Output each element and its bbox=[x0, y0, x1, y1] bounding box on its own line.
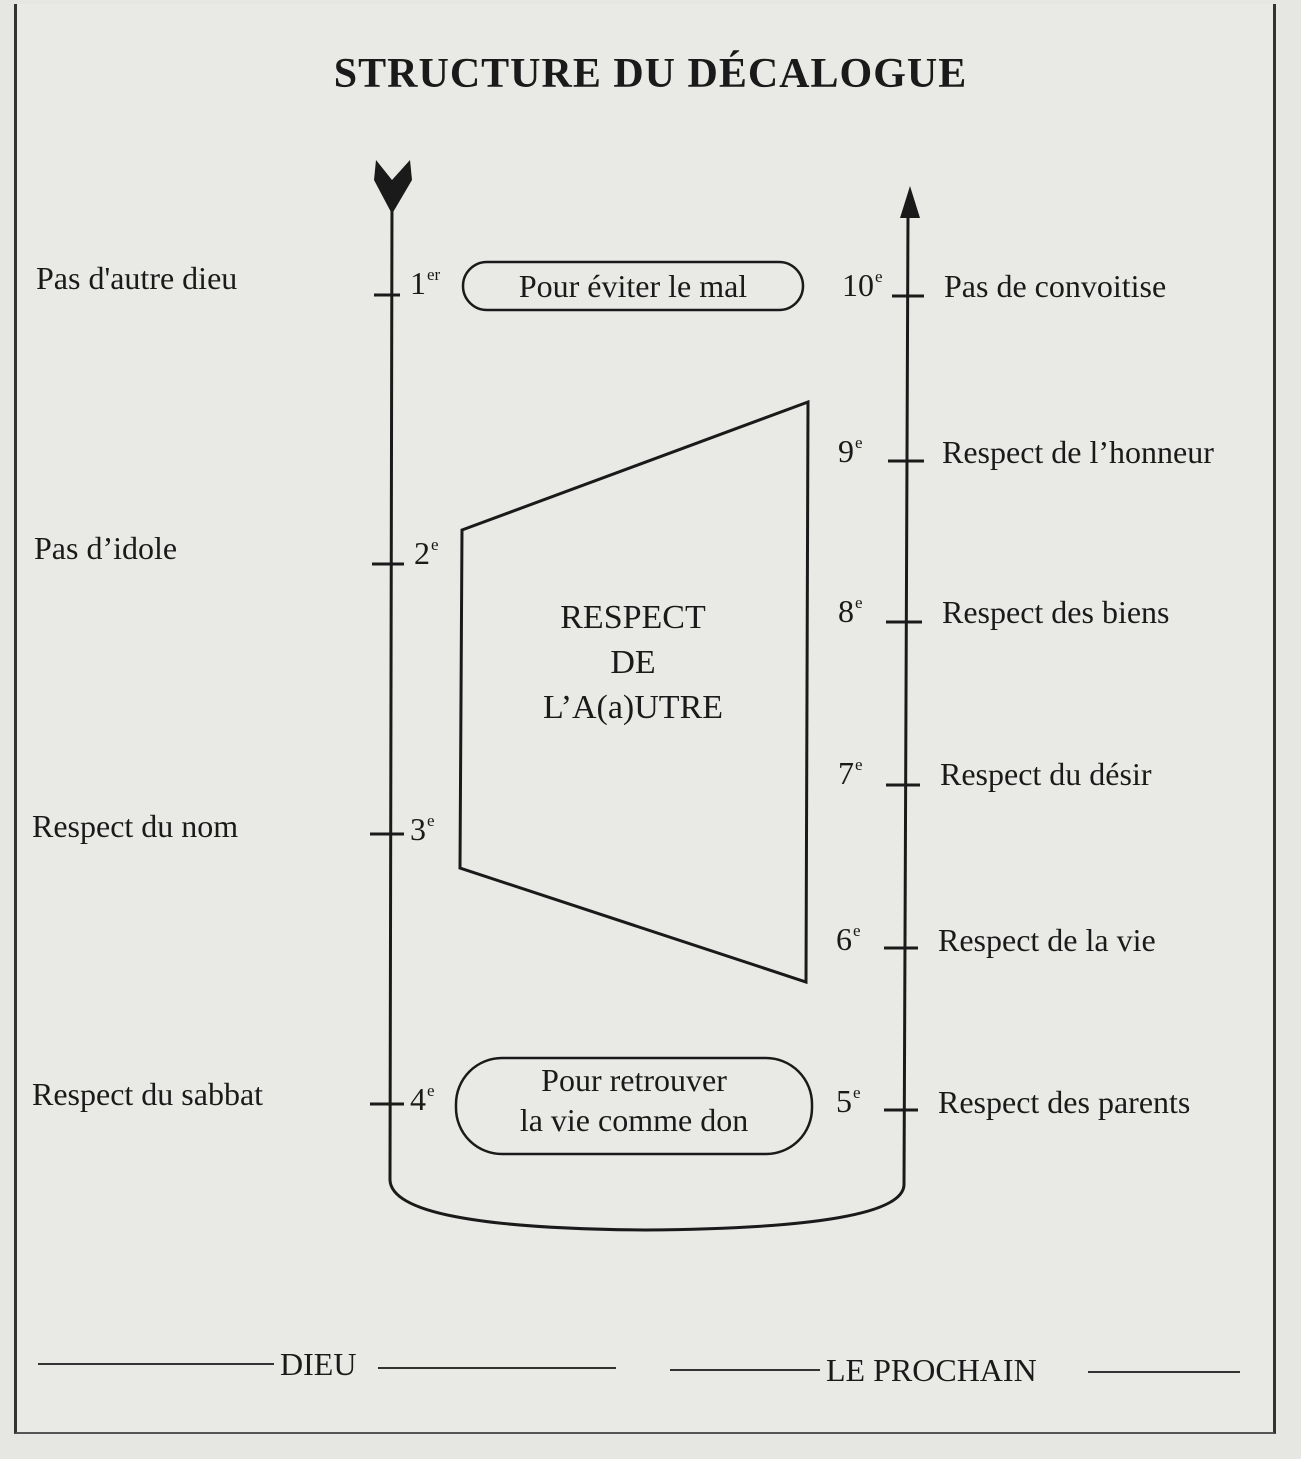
top-pill-text: Pour éviter le mal bbox=[518, 268, 748, 304]
commandment-3-number: 3e bbox=[410, 811, 435, 847]
center-line-1: RESPECT bbox=[560, 599, 706, 636]
commandment-8-number: 8e bbox=[838, 593, 863, 629]
right-arrow-head bbox=[900, 186, 920, 218]
commandment-1-label: Pas d'autre dieu bbox=[36, 260, 238, 296]
commandment-1-number: 1er bbox=[410, 265, 441, 301]
commandment-5-label: Respect des parents bbox=[938, 1084, 1191, 1120]
center-trapezoid bbox=[458, 399, 810, 985]
bottom-pill-text: Pour retrouver la vie comme don bbox=[456, 1060, 812, 1140]
bottom-pill bbox=[454, 1056, 814, 1156]
commandment-4-number: 4e bbox=[410, 1081, 435, 1117]
footer-dieu: DIEU bbox=[280, 1346, 357, 1382]
bottom-pill-line-1: Pour retrouver bbox=[541, 1062, 727, 1098]
commandment-9-number: 9e bbox=[838, 433, 863, 469]
left-arrow-fletching bbox=[374, 160, 412, 214]
commandment-7-number: 7e bbox=[838, 755, 863, 791]
commandment-4-label: Respect du sabbat bbox=[32, 1076, 264, 1112]
commandment-2-number: 2e bbox=[414, 535, 439, 571]
footer-le-prochain: LE PROCHAIN bbox=[826, 1352, 1037, 1388]
u-path-line bbox=[388, 199, 910, 1232]
commandment-9-label: Respect de l’honneur bbox=[942, 434, 1214, 470]
commandment-7-label: Respect du désir bbox=[940, 756, 1152, 792]
center-line-2: DE bbox=[610, 643, 656, 681]
commandment-3-label: Respect du nom bbox=[32, 808, 239, 844]
top-pill bbox=[461, 260, 805, 312]
commandment-10-label: Pas de convoitise bbox=[944, 268, 1167, 304]
center-line-3: L’A(a)UTRE bbox=[542, 688, 724, 726]
diagram-title: STRUCTURE DU DÉCALOGUE bbox=[333, 51, 968, 97]
commandment-8-label: Respect des biens bbox=[942, 594, 1170, 630]
commandment-2-label: Pas d’idole bbox=[34, 530, 178, 566]
page-frame bbox=[14, 4, 1276, 1434]
commandment-6-number: 6e bbox=[836, 921, 861, 957]
commandment-6-label: Respect de la vie bbox=[938, 922, 1156, 958]
commandment-10-number: 10e bbox=[842, 267, 883, 303]
commandment-5-number: 5e bbox=[836, 1083, 861, 1119]
center-text: RESPECT DE L’A(a)UTRE bbox=[478, 596, 788, 731]
bottom-pill-line-2: la vie comme don bbox=[519, 1102, 749, 1138]
